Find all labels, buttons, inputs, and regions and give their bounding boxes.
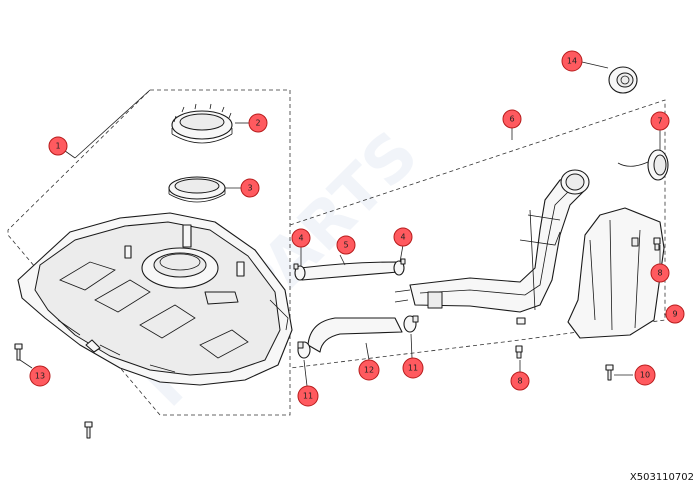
bolt-8a: [653, 237, 661, 251]
svg-text:10: 10: [640, 371, 650, 380]
tank-gasket: [168, 176, 226, 203]
svg-text:9: 9: [672, 310, 677, 319]
svg-text:4: 4: [298, 234, 303, 243]
figure-code: X503110702: [629, 472, 694, 483]
callout-8b: 8: [510, 371, 530, 391]
svg-text:14: 14: [567, 57, 577, 66]
callout-14: 14: [561, 50, 583, 72]
svg-text:3: 3: [247, 184, 252, 193]
svg-text:7: 7: [657, 117, 662, 126]
callout-4b: 4: [393, 227, 413, 247]
clip-11b: [403, 315, 419, 333]
clip-4a: [293, 263, 306, 281]
callout-4a: 4: [291, 228, 311, 248]
svg-text:12: 12: [364, 366, 374, 375]
tank-lock-ring: [171, 103, 233, 144]
svg-text:8: 8: [657, 269, 662, 278]
clip-11a: [297, 341, 311, 359]
tank-group-outline: [7, 89, 291, 416]
svg-text:8: 8: [517, 377, 522, 386]
svg-text:1: 1: [55, 142, 60, 151]
svg-text:5: 5: [343, 241, 348, 250]
callout-2: 2: [248, 113, 268, 133]
callout-11b: 11: [402, 357, 424, 379]
callout-7: 7: [650, 111, 670, 131]
bolt-13b: [84, 421, 93, 439]
callout-13: 13: [29, 365, 51, 387]
callout-6: 6: [502, 109, 522, 129]
bolt-8b: [515, 345, 523, 359]
bolt-10: [605, 364, 614, 381]
svg-text:11: 11: [408, 364, 418, 373]
callout-8a: 8: [650, 263, 670, 283]
hose-12: [307, 317, 403, 353]
filler-pipe: [394, 169, 590, 325]
callout-5: 5: [336, 235, 356, 255]
callout-9: 9: [665, 304, 685, 324]
callout-3: 3: [240, 178, 260, 198]
svg-text:4: 4: [400, 233, 405, 242]
filler-cap: [617, 149, 669, 181]
svg-text:6: 6: [509, 115, 514, 124]
seal-ring-14: [608, 66, 638, 94]
callout-10: 10: [634, 364, 656, 386]
leader-lines: [19, 61, 675, 387]
fuel-tank: [17, 212, 293, 386]
filler-neck-shield: [567, 207, 665, 339]
svg-text:11: 11: [303, 392, 313, 401]
clip-4b: [393, 258, 406, 276]
callout-11a: 11: [297, 385, 319, 407]
callout-1: 1: [48, 136, 68, 156]
svg-text:13: 13: [35, 372, 45, 381]
svg-text:2: 2: [255, 119, 260, 128]
callout-12: 12: [358, 359, 380, 381]
bolt-13a: [14, 343, 23, 361]
